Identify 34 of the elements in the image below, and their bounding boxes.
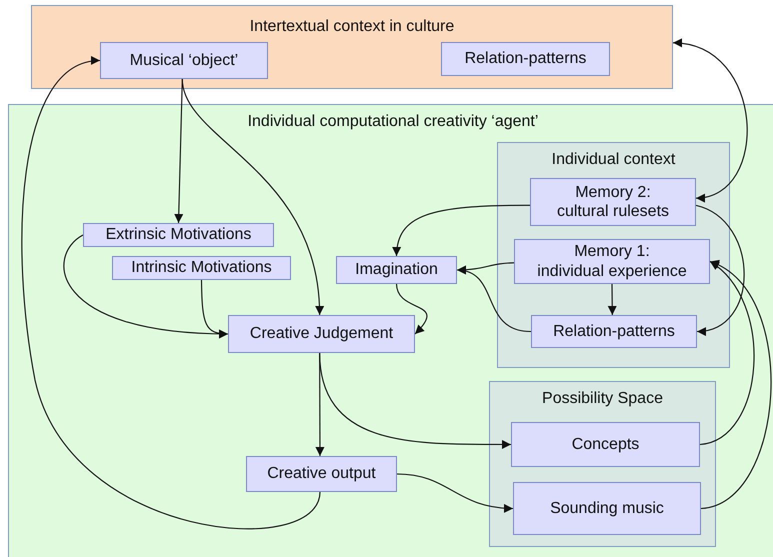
panel-title: Individual context: [552, 151, 676, 169]
process-box: Extrinsic Motivations: [83, 223, 274, 247]
group-panel: [8, 104, 773, 557]
panel-title: Intertextual context in culture: [250, 18, 454, 36]
arrow: [200, 280, 228, 338]
process-box: Memory 2: cultural rulesets: [530, 178, 696, 226]
group-panel: [497, 142, 730, 368]
process-box: Musical ‘object’: [100, 42, 268, 79]
arrow: [21, 58, 321, 530]
arrow: [608, 284, 617, 315]
process-box: Intrinsic Motivations: [112, 256, 291, 280]
arrow: [700, 261, 754, 446]
arrow: [319, 352, 511, 449]
arrow: [396, 284, 428, 334]
group-panel: [31, 5, 673, 89]
process-box: Creative output: [246, 456, 397, 492]
arrow: [174, 78, 184, 224]
process-box: Relation-patterns: [441, 42, 610, 76]
group-panel: [489, 381, 716, 547]
arrow: [456, 266, 532, 332]
process-box: Imagination: [336, 256, 457, 284]
process-box: Memory 1: individual experience: [514, 239, 710, 284]
panel-title: Possibility Space: [542, 390, 663, 408]
process-box: Concepts: [511, 422, 700, 467]
process-box: Creative Judgement: [228, 315, 415, 353]
arrow: [182, 78, 324, 316]
arrow: [696, 204, 745, 335]
arrow: [700, 261, 772, 510]
panel-title: Individual computational creativity ‘agent’: [248, 113, 538, 131]
arrow: [392, 204, 530, 256]
process-box: Relation-patterns: [531, 315, 697, 348]
arrow: [396, 473, 514, 512]
arrow: [672, 40, 748, 201]
process-box: Sounding music: [513, 482, 701, 535]
